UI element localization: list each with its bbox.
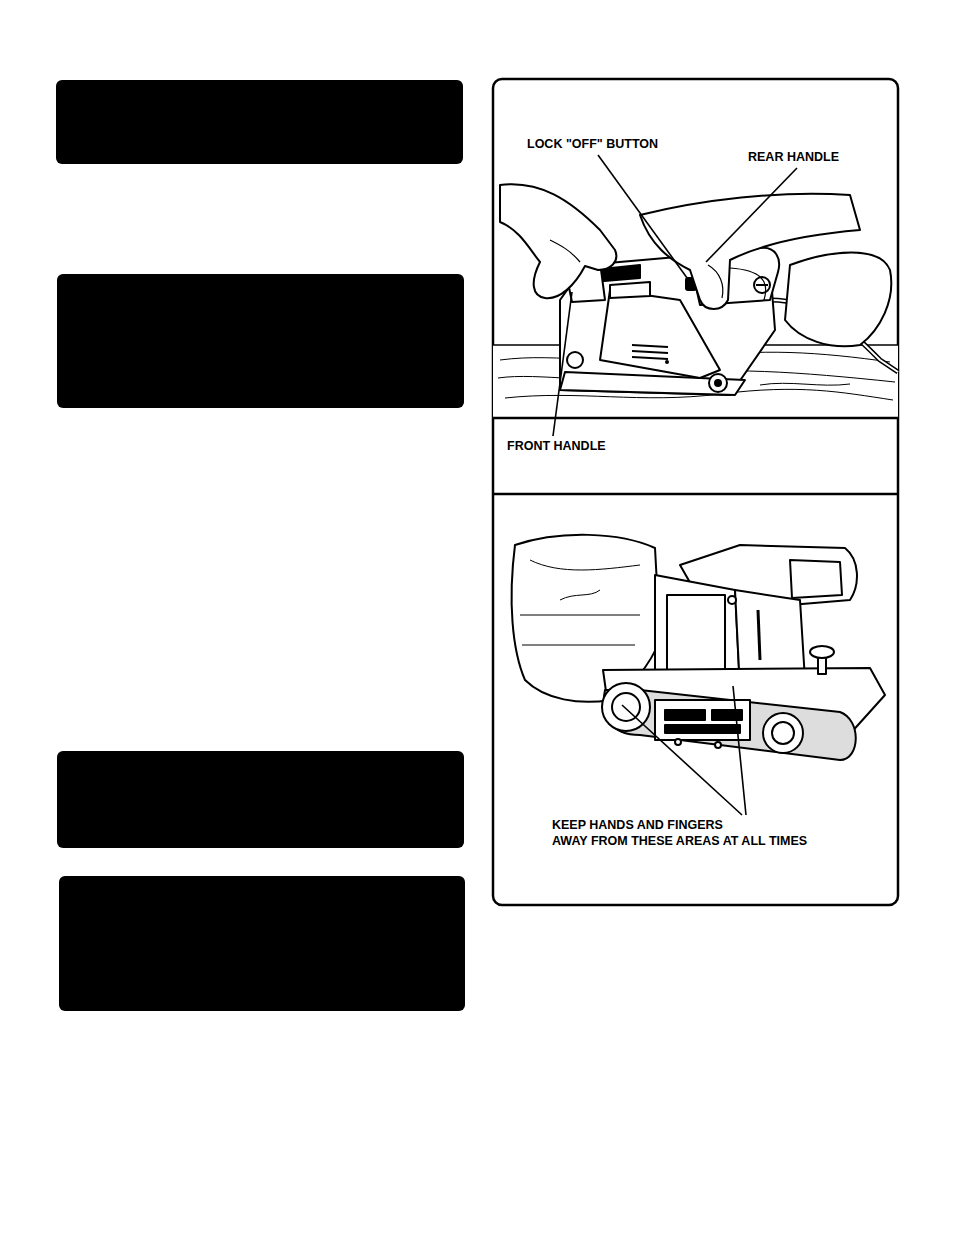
callout-label: KEEP HANDS AND FINGERS	[551, 818, 724, 833]
notice-block	[59, 876, 465, 1011]
callout-label: AWAY FROM THESE AREAS AT ALL TIMES	[551, 834, 808, 849]
panel-divider	[493, 493, 898, 496]
notice-block	[57, 274, 464, 408]
notice-block	[56, 80, 463, 164]
callout-label: REAR HANDLE	[747, 150, 840, 165]
sander-danger-areas-illustration	[512, 535, 885, 760]
notice-block	[57, 751, 464, 848]
sander-in-use-illustration	[493, 184, 898, 418]
callout-label: FRONT HANDLE	[506, 439, 607, 454]
leader-lines	[553, 155, 797, 815]
figure-frame	[493, 79, 898, 905]
callout-label: LOCK "OFF" BUTTON	[526, 137, 659, 152]
